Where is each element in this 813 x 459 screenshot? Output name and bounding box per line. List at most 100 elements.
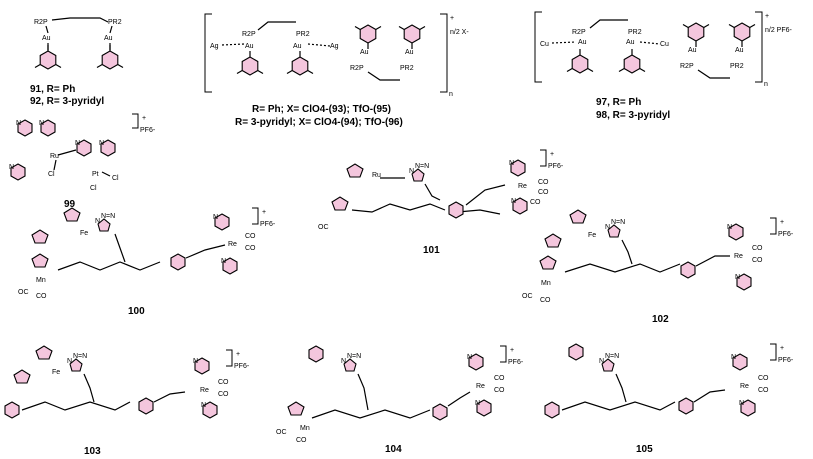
complex-99: Ru Cl Pt Cl Cl + PF6- 99 [8,113,156,210]
complex-102: Fe Mn OC CO Re CO CO + PF6- 102 [522,209,794,325]
subscript-n: n [764,81,768,88]
atom-label-co: CO [36,293,47,300]
counterion-93-96: n/2 X- [450,29,469,36]
atom-label-co: CO [494,375,505,382]
counterion-pf6: PF6- [778,231,794,238]
atom-label-r2p: R2P [680,63,694,70]
counterion-pf6: PF6- [234,363,250,370]
subscript-n: n [449,91,453,98]
complex-103: Fe Re CO CO + PF6- 103 [4,345,250,457]
atom-label-au: Au [293,43,302,50]
caption-91: 91, R= Ph [30,84,75,95]
atom-label-pt: Pt [92,171,99,178]
charge-plus: + [550,151,554,158]
caption-105: 105 [636,444,653,455]
atom-label-co: CO [530,199,541,206]
atom-label-au: Au [245,43,254,50]
counterion-pf6: PF6- [140,127,156,134]
atom-label-ru: Ru [372,172,381,179]
atom-label-oc: OC [18,289,29,296]
caption-92: 92, R= 3-pyridyl [30,96,104,107]
atom-label-oc: OC [522,293,533,300]
counterion-pf6: PF6- [508,359,524,366]
atom-label-au: Au [735,47,744,54]
atom-label-co: CO [758,375,769,382]
complex-101: Ru N Re CO CO CO OC + PF6- 101 [318,149,564,256]
atom-label-cl: Cl [48,171,55,178]
caption-99: 99 [64,199,76,210]
atom-label-r2p: R2P [242,31,256,38]
atom-label-au: Au [104,35,113,42]
complex-104: Mn OC CO Re CO CO + PF6- 104 [276,345,524,455]
counterion-pf6: PF6- [260,221,276,228]
caption-93-95: R= Ph; X= ClO4-(93); TfO-(95) [252,104,391,115]
atom-label-co: CO [494,387,505,394]
atom-label-au: Au [578,39,587,46]
charge-plus: + [450,15,454,22]
complex-105: Re CO CO + PF6- 105 [544,343,794,455]
atom-label-ag: Ag [210,43,219,50]
atom-label-co: CO [218,391,229,398]
caption-101: 101 [423,245,440,256]
atom-label-mn: Mn [300,425,310,432]
counterion-pf6: PF6- [778,357,794,364]
atom-label-cl: Cl [90,185,97,192]
charge-plus: + [765,13,769,20]
atom-label-pr2: PR2 [400,65,414,72]
atom-label-co: CO [540,297,551,304]
caption-94-96: R= 3-pyridyl; X= ClO4-(94); TfO-(96) [235,117,403,128]
atom-label-re: Re [200,387,209,394]
complex-93-96: + n/2 X- n Ag R2P Au PR2 Au Ag Au Au R2P… [204,13,469,128]
atom-label-co: CO [296,437,307,444]
atom-label-mn: Mn [36,277,46,284]
atom-label-r2p: R2P [350,65,364,72]
counterion-pf6: PF6- [548,163,564,170]
atom-label-co: CO [752,257,763,264]
atom-label-co: CO [245,245,256,252]
atom-label-oc: OC [276,429,287,436]
charge-plus: + [236,351,240,358]
atom-label-cu: Cu [540,41,549,48]
atom-label-re: Re [740,383,749,390]
atom-label-re: Re [476,383,485,390]
atom-label-re: Re [228,241,237,248]
caption-100: 100 [128,306,145,317]
atom-label-au: Au [405,49,414,56]
atom-label-pr2: PR2 [730,63,744,70]
atom-label-co: CO [758,387,769,394]
atom-label-pr2: PR2 [296,31,310,38]
atom-label-fe: Fe [588,232,596,239]
charge-plus: + [780,345,784,352]
atom-label-au: Au [626,39,635,46]
atom-label-pr2: PR2 [108,19,122,26]
complex-91-92: R2P PR2 Au Au 91, R= Ph 92, R= 3-pyridyl [30,17,124,107]
caption-103: 103 [84,446,101,457]
caption-97: 97, R= Ph [596,97,641,108]
atom-label-ru: Ru [50,153,59,160]
caption-104: 104 [385,444,402,455]
caption-102: 102 [652,314,669,325]
charge-plus: + [142,115,146,122]
atom-label-re: Re [734,253,743,260]
atom-label-fe: Fe [80,230,88,237]
atom-label-co: CO [245,233,256,240]
atom-label-co: CO [752,245,763,252]
counterion-97-98: n/2 PF6- [765,27,793,34]
atom-label-fe: Fe [52,369,60,376]
atom-label-co: CO [218,379,229,386]
charge-plus: + [262,209,266,216]
charge-plus: + [780,219,784,226]
atom-label-cu: Cu [660,41,669,48]
atom-label-au: Au [42,35,51,42]
atom-label-mn: Mn [541,280,551,287]
atom-label-re: Re [518,183,527,190]
atom-label-oc: OC [318,224,329,231]
caption-98: 98, R= 3-pyridyl [596,110,670,121]
atom-label-cl: Cl [112,175,119,182]
charge-plus: + [510,347,514,354]
complex-100: Fe Mn OC CO Re CO CO + PF6- 100 [18,207,276,317]
atom-label-r2p: R2P [572,29,586,36]
atom-label-au: Au [688,47,697,54]
